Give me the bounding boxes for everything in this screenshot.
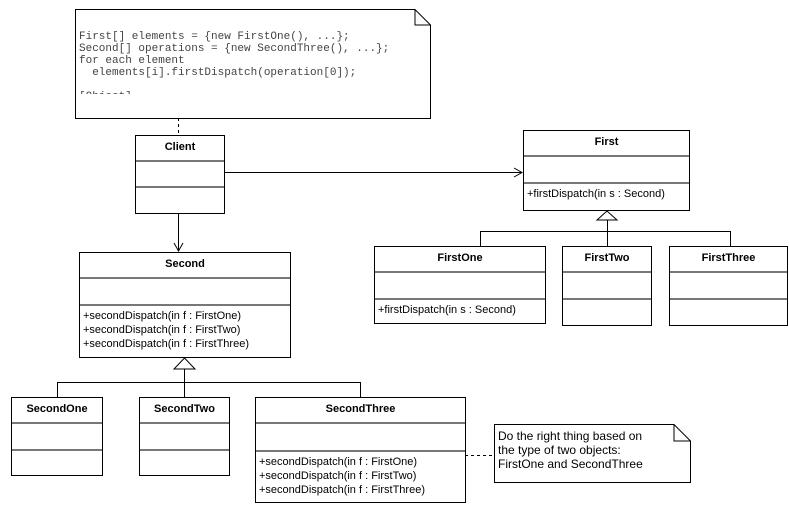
class-second[interactable]: Second +secondDispatch(in f : FirstOne) …: [79, 252, 291, 358]
attributes-compartment: [136, 162, 224, 188]
code-line: for each element: [79, 55, 185, 67]
note-explanation: Do the right thing based on the type of …: [494, 424, 691, 483]
note-line: FirstOne and SecondThree: [498, 457, 643, 471]
operations-compartment: [670, 300, 787, 325]
class-name: SecondThree: [256, 398, 465, 424]
class-client[interactable]: Client: [135, 135, 225, 214]
note-line: the type of two objects:: [498, 443, 621, 457]
note-line: Do the right thing based on: [498, 429, 643, 443]
code-line: [Object]: [79, 91, 389, 94]
class-name: SecondTwo: [140, 398, 229, 424]
class-second-two[interactable]: SecondTwo: [139, 397, 230, 476]
code-line: First[] elements = {new FirstOne(), ...}…: [79, 31, 350, 43]
association-client-first: [224, 167, 524, 178]
class-name: First: [524, 131, 689, 157]
generalization-second: [57, 357, 361, 397]
class-second-three[interactable]: SecondThree +secondDispatch(in f : First…: [255, 397, 466, 503]
class-first-three[interactable]: FirstThree: [669, 246, 788, 326]
class-name: FirstOne: [375, 247, 545, 273]
class-first-two[interactable]: FirstTwo: [562, 246, 652, 326]
operations-compartment: +secondDispatch(in f : FirstOne) +second…: [80, 306, 290, 357]
operation: +firstDispatch(in s : Second): [527, 188, 665, 200]
class-name: Second: [80, 253, 290, 279]
attributes-compartment: [563, 273, 651, 300]
operations-compartment: [140, 451, 229, 475]
operation: +secondDispatch(in f : FirstOne): [259, 456, 418, 468]
attributes-compartment: [12, 424, 102, 451]
class-name: FirstThree: [670, 247, 787, 273]
class-name: SecondOne: [12, 398, 102, 424]
attributes-compartment: [670, 273, 787, 300]
association-client-second: [173, 213, 184, 253]
attributes-compartment: [256, 424, 465, 452]
operations-compartment: [136, 188, 224, 213]
attributes-compartment: [140, 424, 229, 451]
operations-compartment: [12, 451, 102, 475]
code-line: elements[i].firstDispatch(operation[0]);: [79, 67, 357, 79]
attributes-compartment: [524, 157, 689, 184]
operation: +secondDispatch(in f : FirstThree): [259, 484, 425, 496]
operation: +secondDispatch(in f : FirstOne): [83, 310, 242, 322]
operation: +secondDispatch(in f : FirstThree): [83, 338, 249, 350]
code-line: [79, 79, 389, 91]
class-second-one[interactable]: SecondOne: [11, 397, 103, 476]
code-line: Second[] operations = {new SecondThree()…: [79, 43, 390, 55]
operations-compartment: [563, 300, 651, 325]
note-client-code: First[] elements = {new FirstOne(), ...}…: [75, 9, 431, 119]
generalization-first: [480, 210, 731, 246]
class-name: Client: [136, 136, 224, 162]
operations-compartment: +firstDispatch(in s : Second): [524, 184, 689, 210]
class-first-one[interactable]: FirstOne +firstDispatch(in s : Second): [374, 246, 546, 324]
operation: +secondDispatch(in f : FirstTwo): [83, 324, 241, 336]
class-first[interactable]: First +firstDispatch(in s : Second): [523, 130, 690, 211]
attributes-compartment: [375, 273, 545, 300]
operations-compartment: +firstDispatch(in s : Second): [375, 300, 545, 323]
operations-compartment: +secondDispatch(in f : FirstOne) +second…: [256, 452, 465, 502]
attributes-compartment: [80, 279, 290, 306]
class-name: FirstTwo: [563, 247, 651, 273]
operation: +secondDispatch(in f : FirstTwo): [259, 470, 417, 482]
operation: +firstDispatch(in s : Second): [378, 304, 516, 316]
